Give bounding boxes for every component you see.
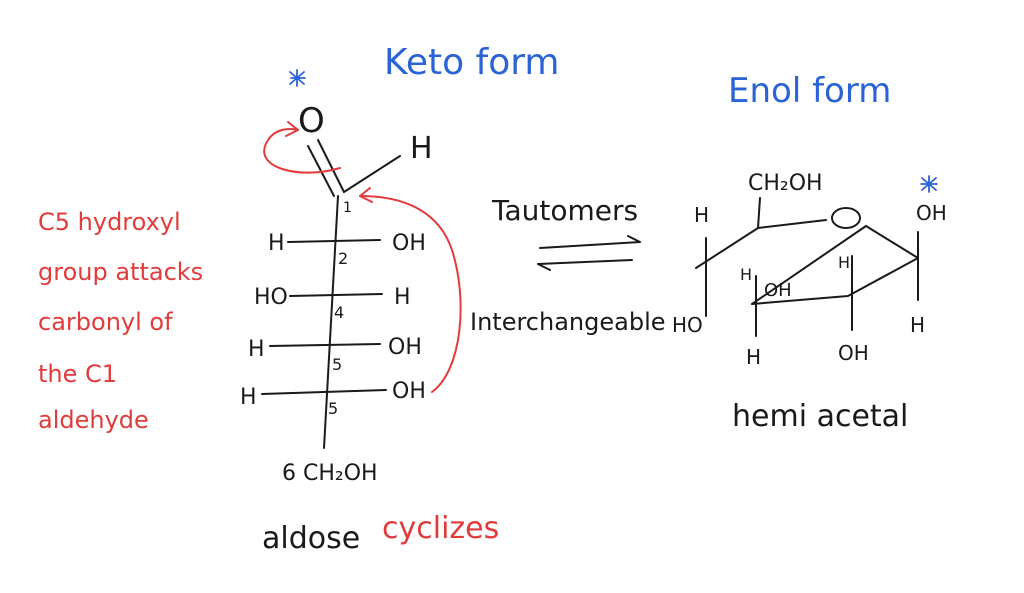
interchangeable-label: Interchangeable: [470, 308, 666, 336]
aldehyde-hydrogen: H: [410, 131, 433, 166]
row-left-group: H: [240, 385, 257, 410]
hemiacetal-caption: hemi acetal: [732, 399, 908, 434]
row-number: 4: [334, 303, 344, 322]
cyclizes-caption: cyclizes: [382, 511, 499, 546]
row-left-group: H: [268, 231, 285, 256]
row-bond: [289, 293, 383, 297]
enol-form-heading: Enol form: [728, 71, 891, 111]
annotation-line: the C1: [38, 360, 117, 388]
row-right-group: OH: [392, 379, 426, 404]
row-left-group: H: [248, 337, 265, 362]
c5-hydroxyl-annotation: C5 hydroxyl group attacks carbonyl of th…: [38, 208, 203, 434]
row-bond: [261, 389, 387, 395]
keto-form-heading: Keto form: [384, 42, 559, 83]
arrowhead: [359, 187, 373, 203]
equilibrium-arrow-reverse: [537, 259, 633, 271]
annotation-line: C5 hydroxyl: [38, 208, 181, 236]
electron-arrow-hydroxyl: [359, 195, 462, 393]
carbon-backbone: [323, 195, 339, 449]
tautomer-equilibrium: Tautomers Interchangeable: [470, 194, 666, 336]
c1-h: H: [910, 313, 925, 337]
ring-outline: [695, 219, 919, 305]
c2-oh: OH: [838, 341, 869, 365]
ring-oxygen: [831, 207, 861, 229]
row-number: 2: [338, 249, 348, 268]
c3-h: H: [746, 345, 761, 369]
row-number: 5: [328, 399, 338, 418]
annotation-line: carbonyl of: [38, 308, 173, 336]
c4-ho: HO: [672, 313, 703, 337]
carbon-number: 1: [343, 200, 352, 216]
aldehyde-bond: [343, 155, 401, 193]
c2-h: H: [838, 253, 850, 272]
c5-h: H: [694, 203, 709, 227]
annotation-line: group attacks: [38, 258, 203, 286]
row-right-group: OH: [388, 335, 422, 360]
electron-arrow-oxygen: [263, 128, 341, 174]
fischer-projection: O H 1 H OH 2 HO H 4 H OH 5 H OH 5 6 CH₂O…: [240, 101, 499, 556]
c6-ch2oh: 6 CH₂OH: [282, 461, 378, 486]
annotation-line: aldehyde: [38, 406, 149, 434]
ring-ch2oh: CH₂OH: [748, 171, 823, 196]
row-left-group: HO: [254, 285, 288, 310]
ring-bond: [757, 197, 761, 229]
arrowhead: [285, 121, 299, 137]
aldose-caption: aldose: [262, 521, 360, 556]
c4-h: H: [740, 265, 752, 284]
carbonyl-oxygen: O: [298, 101, 325, 141]
row-number: 5: [332, 355, 342, 374]
c1-oh: OH: [916, 201, 947, 225]
asterisk-mark-keto: [289, 69, 306, 87]
row-bond: [287, 239, 381, 243]
row-right-group: OH: [392, 231, 426, 256]
tautomers-label: Tautomers: [491, 194, 638, 227]
haworth-ring: CH₂OH H OH H OH H HO H H OH hemi acetal: [672, 171, 947, 434]
asterisk-mark-enol: [920, 175, 938, 193]
c3-oh: OH: [764, 280, 792, 301]
row-bond: [269, 343, 381, 347]
row-right-group: H: [394, 285, 411, 310]
equilibrium-arrow-forward: [539, 235, 641, 249]
